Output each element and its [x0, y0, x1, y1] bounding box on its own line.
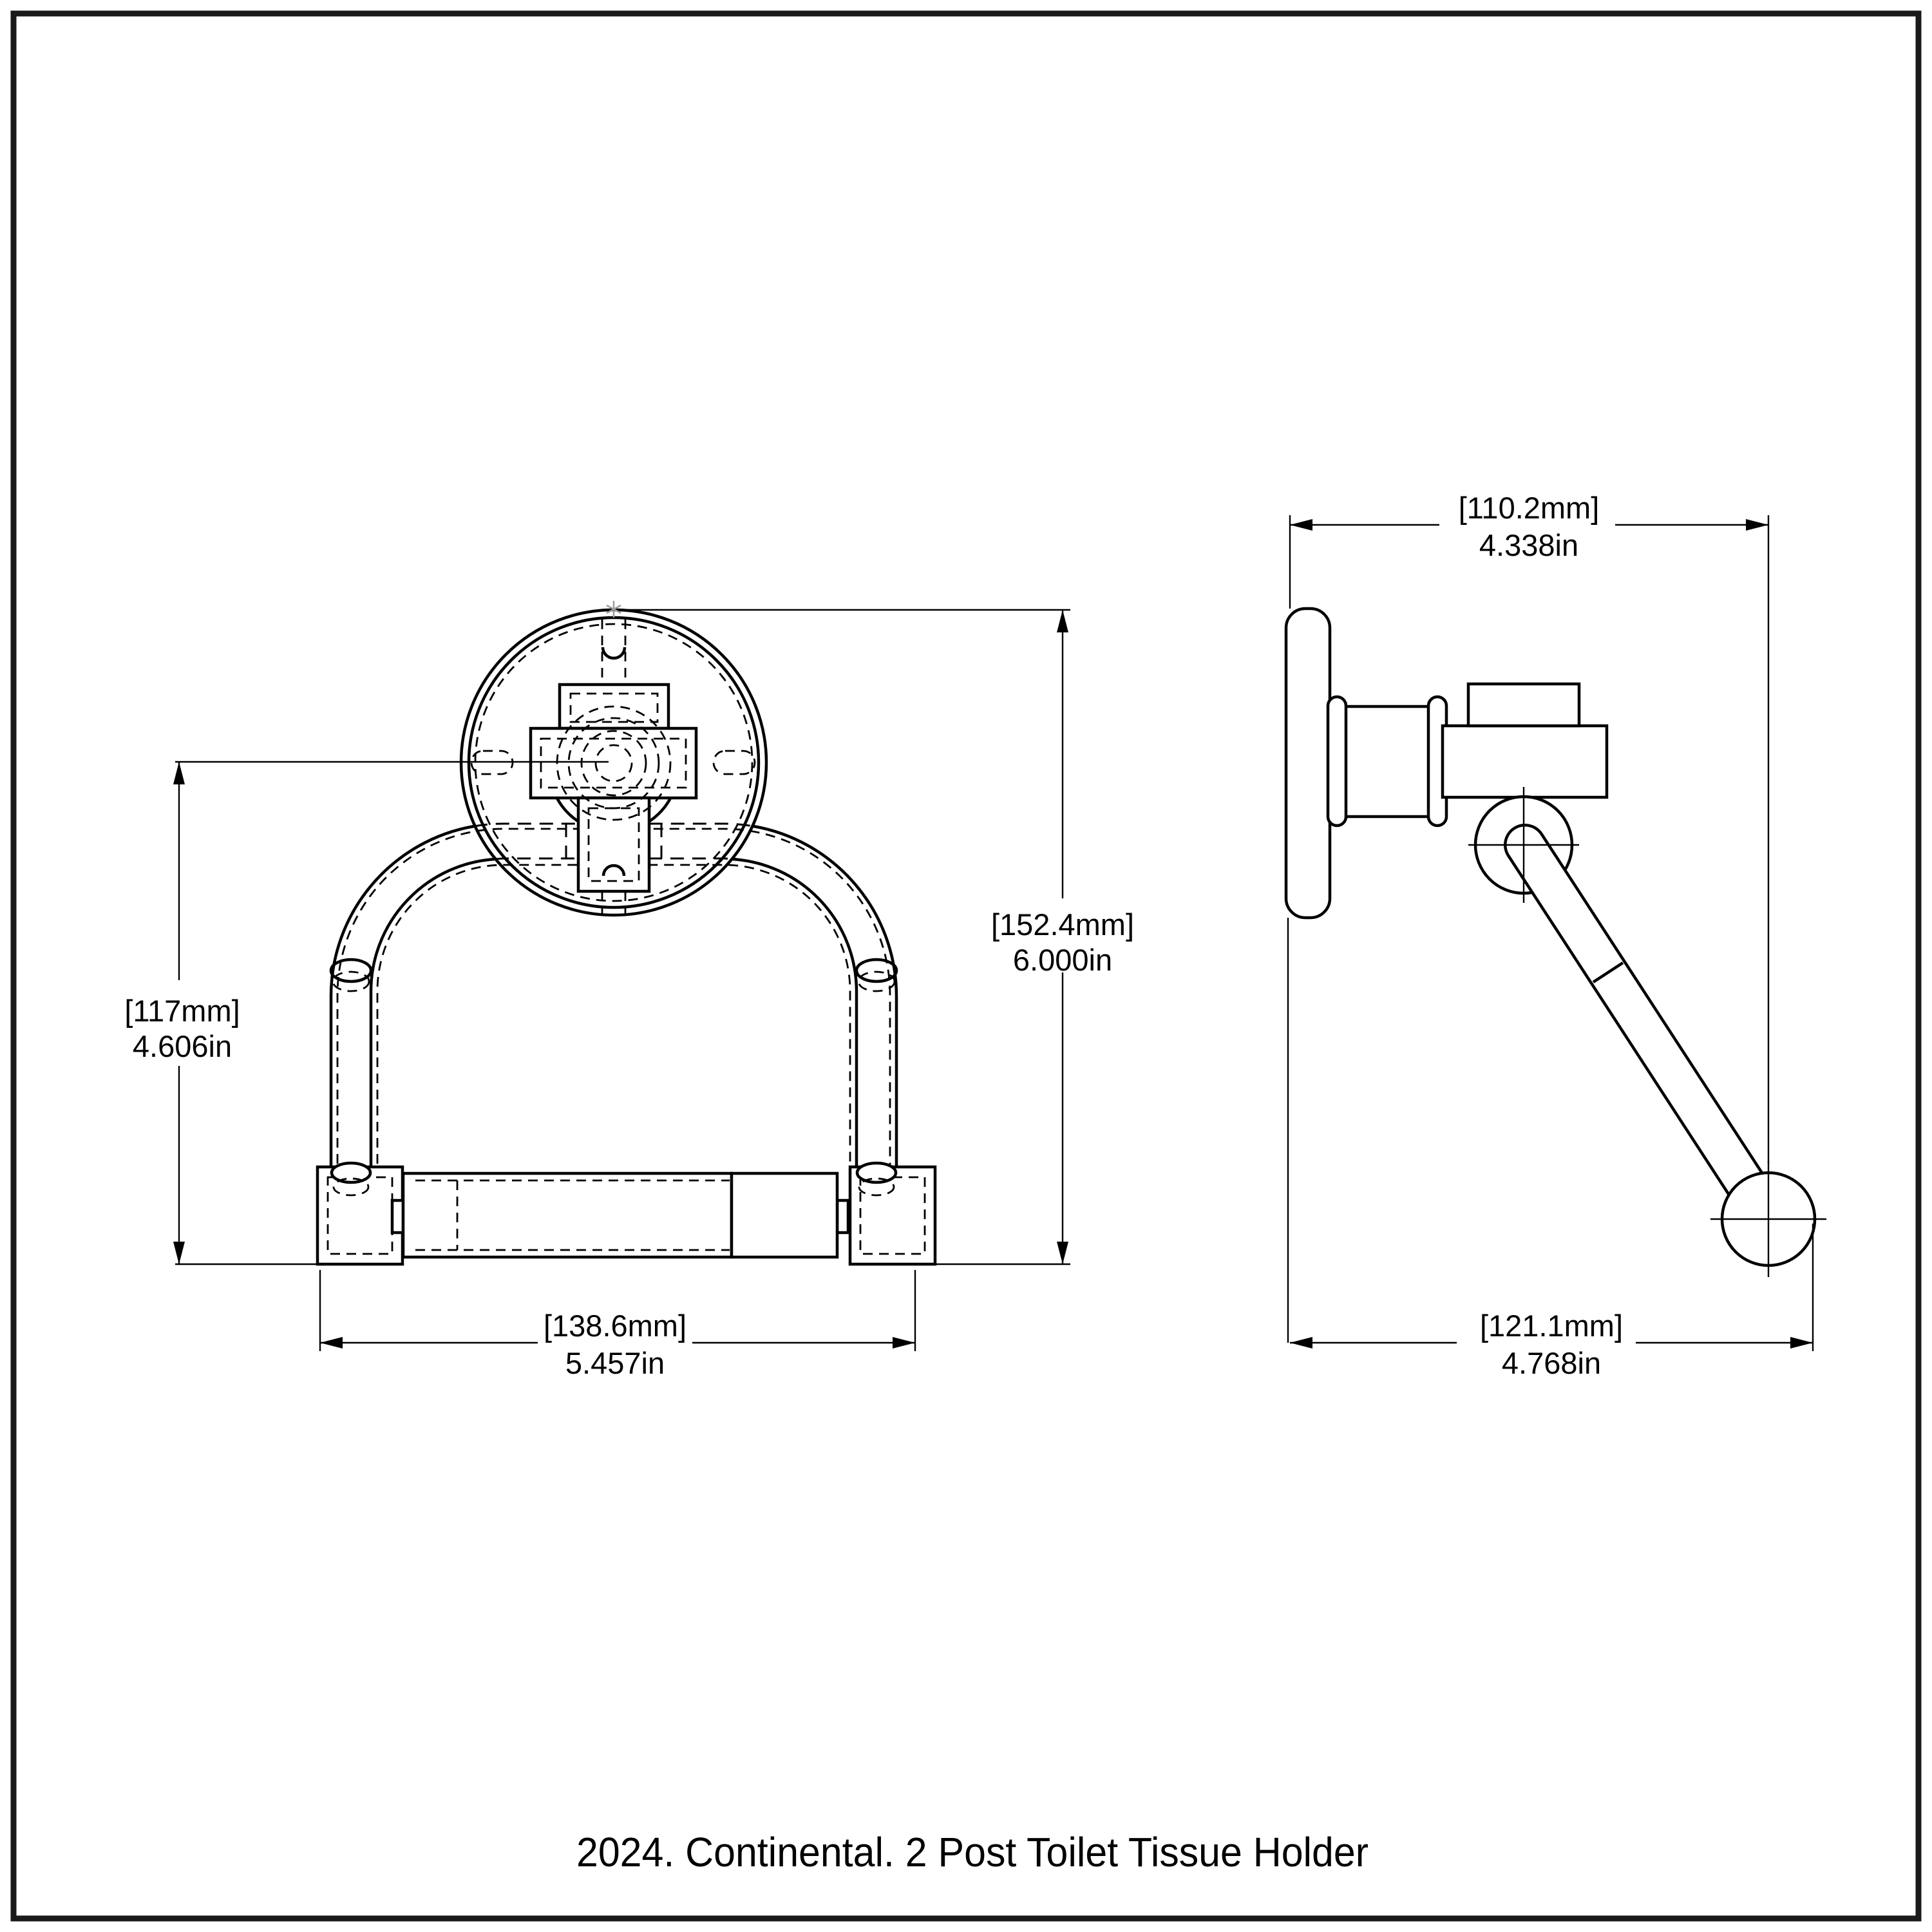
dim-label-121-in: 4.768in	[1502, 1346, 1601, 1380]
pivot-crosshair	[1468, 787, 1579, 903]
dim-label-152-mm: [152.4mm]	[991, 907, 1134, 942]
roller-assembly	[316, 1161, 937, 1266]
swing-arm	[1504, 824, 1790, 1240]
dim-label-152-in: 6.000in	[1013, 943, 1112, 977]
arm-bracket-side	[1441, 724, 1609, 799]
dim-front-center-height: [117mm] 4.606in	[124, 761, 609, 1265]
bracket-bottom-block	[576, 796, 651, 893]
bottom-screw-slot	[601, 864, 626, 876]
dim-label-117-mm: [117mm]	[124, 994, 240, 1028]
dim-label-138-mm: [138.6mm]	[544, 1309, 687, 1343]
left-post-joint	[329, 958, 373, 983]
dim-label-121-mm: [121.1mm]	[1480, 1309, 1623, 1343]
roller-spindle	[730, 1171, 839, 1259]
dim-label-110-mm: [110.2mm]	[1459, 491, 1600, 525]
dim-front-overall-width: [138.6mm] 5.457in	[319, 1270, 916, 1380]
front-view	[316, 601, 937, 1266]
dim-label-110-in: 4.338in	[1479, 528, 1578, 562]
sheet-border	[10, 10, 1922, 1922]
arm-joint-line	[1592, 961, 1624, 983]
side-view	[1284, 607, 1826, 1343]
drawing-caption: 2024. Continental. 2 Post Toilet Tissue …	[576, 1829, 1368, 1875]
right-spindle-tab	[835, 1198, 850, 1235]
dim-side-overall-depth: [121.1mm] 4.768in	[1290, 1224, 1814, 1380]
right-mount-slot	[712, 750, 756, 775]
dim-label-117-in: 4.606in	[133, 1029, 232, 1063]
left-spindle-tab	[390, 1198, 405, 1235]
right-roller-bracket	[848, 1165, 937, 1266]
screw-hole	[594, 744, 633, 782]
right-post-joint	[855, 958, 898, 983]
ball-crosshair	[1710, 1161, 1826, 1277]
top-block-side	[1466, 682, 1581, 728]
mounting-bracket	[470, 620, 756, 914]
tangent-mark-icon	[606, 601, 621, 618]
dim-side-wall-to-arm: [110.2mm] 4.338in	[1289, 491, 1770, 1163]
wall-plate-side	[1284, 607, 1332, 920]
top-screw-slot	[601, 647, 627, 660]
dim-label-138-in: 5.457in	[565, 1346, 665, 1380]
tissue-roller	[401, 1171, 734, 1259]
spool-post	[1326, 695, 1448, 828]
dim-front-overall-height: [152.4mm] 6.000in	[620, 609, 1134, 1265]
